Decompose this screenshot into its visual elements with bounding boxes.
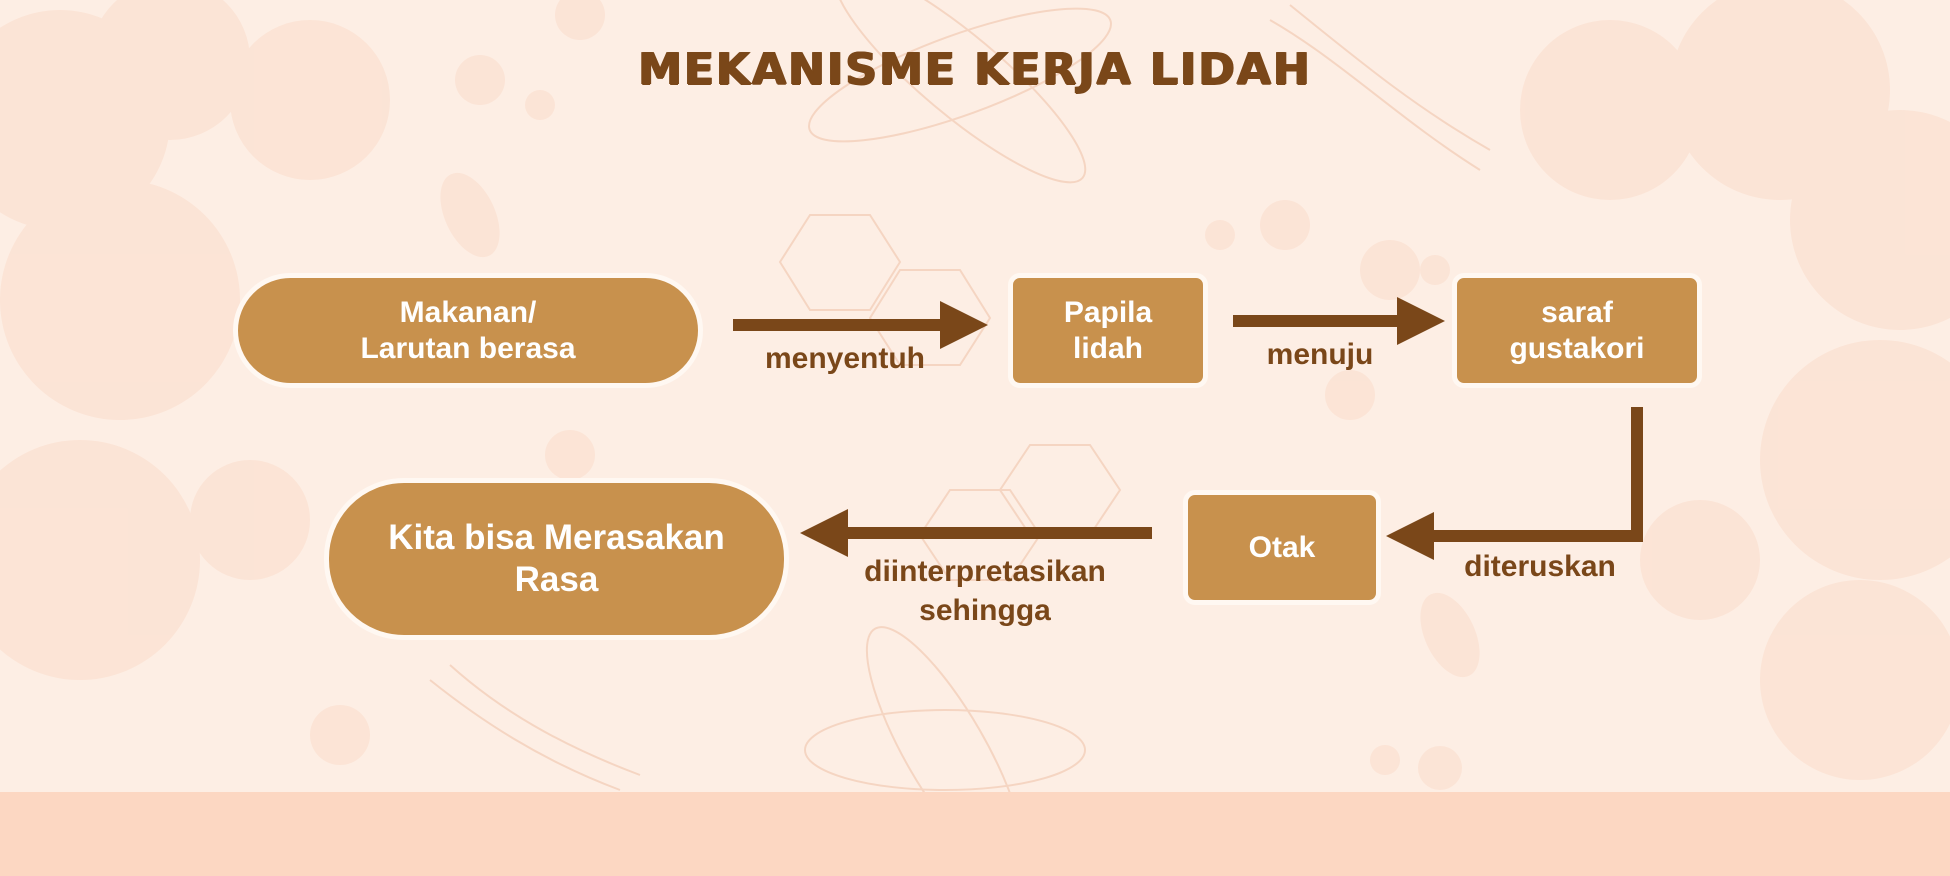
node-saraf: saraf gustakori <box>1452 273 1702 388</box>
edge-label-diteruskan: diteruskan <box>1464 550 1616 583</box>
node-makanan-label: Makanan/ Larutan berasa <box>360 295 576 365</box>
node-papila: Papila lidah <box>1008 273 1208 388</box>
node-otak: Otak <box>1183 490 1381 605</box>
arrow-diteruskan <box>1386 407 1643 560</box>
node-saraf-label: saraf gustakori <box>1509 295 1645 365</box>
edge-label-menuju: menuju <box>1266 338 1374 371</box>
node-otak-label: Otak <box>1248 530 1316 564</box>
node-makanan: Makanan/ Larutan berasa <box>233 273 703 388</box>
footer-band <box>0 792 1950 876</box>
edge-label-menyentuh: menyentuh <box>764 342 926 375</box>
node-papila-label: Papila lidah <box>1063 295 1153 365</box>
diagram-title: MEKANISME KERJA LIDAH <box>638 44 1312 95</box>
node-rasa-label: Kita bisa Merasakan Rasa <box>388 518 725 599</box>
edge-label-diinterpretasikan: diinterpretasikan sehingga <box>864 555 1106 627</box>
node-rasa: Kita bisa Merasakan Rasa <box>324 478 789 640</box>
